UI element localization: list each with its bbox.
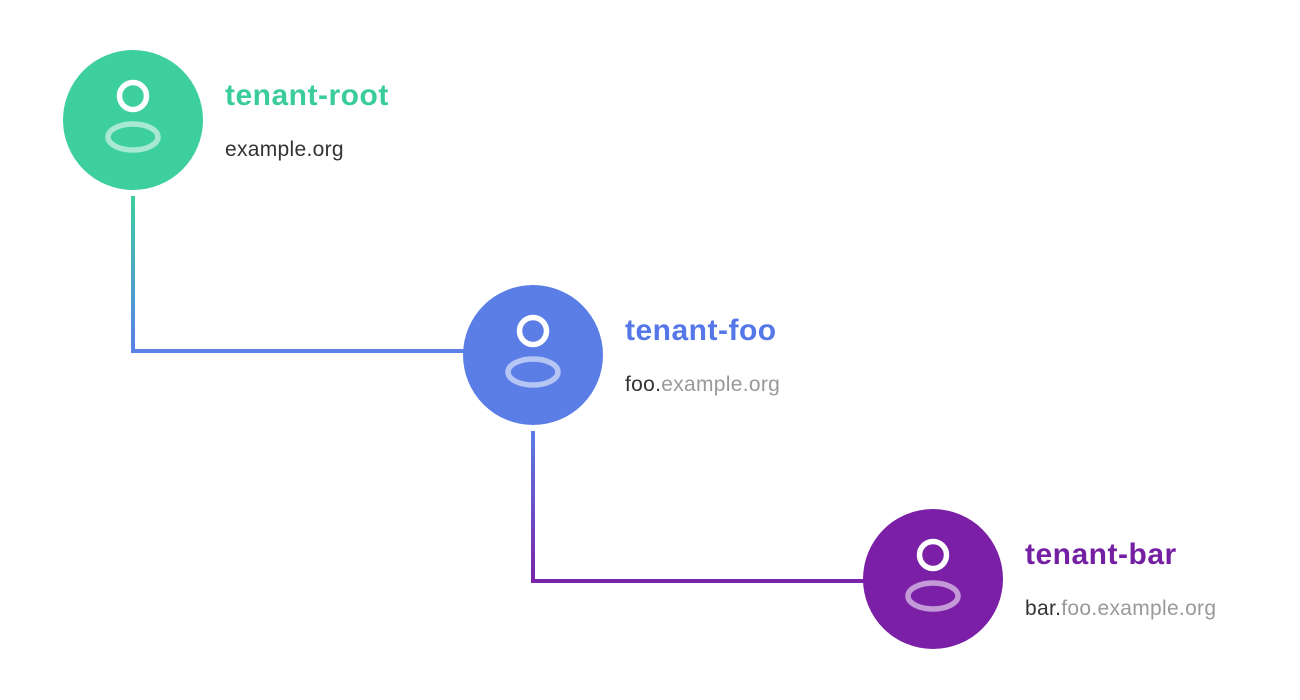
tenant-node-bar: tenant-bar bar.foo.example.org [863, 509, 1216, 649]
tenant-domain-label: example.org [225, 137, 389, 163]
avatar-head [916, 538, 950, 572]
domain-strong-part: foo. [625, 373, 662, 396]
user-avatar-icon [63, 50, 203, 190]
tenant-name-label: tenant-bar [1025, 538, 1177, 571]
user-avatar-icon [863, 509, 1003, 649]
avatar-circle [863, 509, 1003, 649]
tenant-domain-label: foo.example.org [625, 372, 780, 398]
avatar-circle [63, 50, 203, 190]
domain-muted-part: example.org [661, 373, 781, 396]
connector-foo-to-bar-line [531, 431, 864, 583]
connector-root-to-foo-line [131, 196, 464, 353]
avatar-body [105, 121, 161, 153]
tenant-bar-text-block: tenant-bar bar.foo.example.org [1025, 536, 1216, 622]
tenant-node-root: tenant-root example.org [63, 50, 388, 190]
tenant-domain-label: bar.foo.example.org [1025, 596, 1216, 622]
tenant-foo-text-block: tenant-foo foo.example.org [625, 312, 780, 398]
avatar-circle [463, 285, 603, 425]
domain-muted-part: foo.example.org [1061, 597, 1217, 620]
user-avatar-icon [463, 285, 603, 425]
tenant-root-text-block: tenant-root example.org [225, 77, 389, 163]
tenant-node-foo: tenant-foo foo.example.org [463, 285, 780, 425]
domain-strong-part: example.org [225, 138, 344, 161]
avatar-body [505, 356, 561, 388]
tenant-name-label: tenant-root [225, 79, 389, 112]
avatar-body [905, 580, 961, 612]
avatar-head [516, 314, 550, 348]
tenant-name-label: tenant-foo [625, 314, 777, 347]
domain-strong-part: bar. [1025, 597, 1062, 620]
avatar-head [116, 79, 150, 113]
